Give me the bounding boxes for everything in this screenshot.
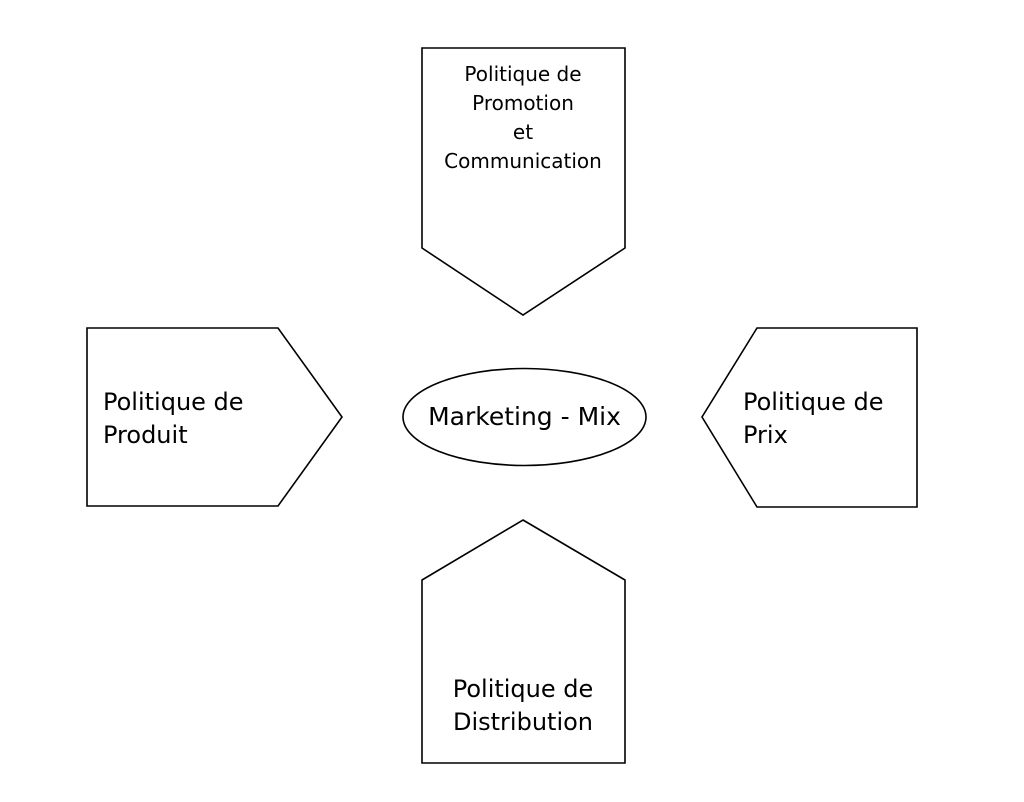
- distribution-label-line: Distribution: [452, 708, 593, 736]
- distribution-label: Politique de Distribution: [422, 673, 624, 739]
- marketing-mix-label: Marketing - Mix: [403, 400, 646, 434]
- marketing-mix-label-text: Marketing - Mix: [428, 402, 621, 431]
- produit-label-line: Produit: [103, 421, 188, 449]
- promotion-label-line: Communication: [444, 149, 602, 173]
- promotion-label-line: Politique de: [464, 62, 582, 86]
- distribution-label-line: Politique de: [452, 675, 594, 703]
- promotion-label: Politique de Promotion et Communication: [422, 60, 624, 176]
- distribution-shape: [421, 519, 626, 764]
- prix-label-line: Prix: [743, 421, 788, 449]
- prix-label-line: Politique de: [743, 388, 884, 416]
- produit-label: Politique de Produit: [103, 386, 323, 452]
- marketing-mix-ellipse: [402, 367, 647, 467]
- produit-label-line: Politique de: [103, 388, 244, 416]
- promotion-label-line: et: [512, 120, 534, 144]
- prix-label: Politique de Prix: [743, 386, 918, 452]
- promotion-shape: [421, 47, 626, 316]
- promotion-label-line: Promotion: [472, 91, 574, 115]
- prix-shape: [701, 327, 918, 508]
- produit-shape: [86, 327, 343, 507]
